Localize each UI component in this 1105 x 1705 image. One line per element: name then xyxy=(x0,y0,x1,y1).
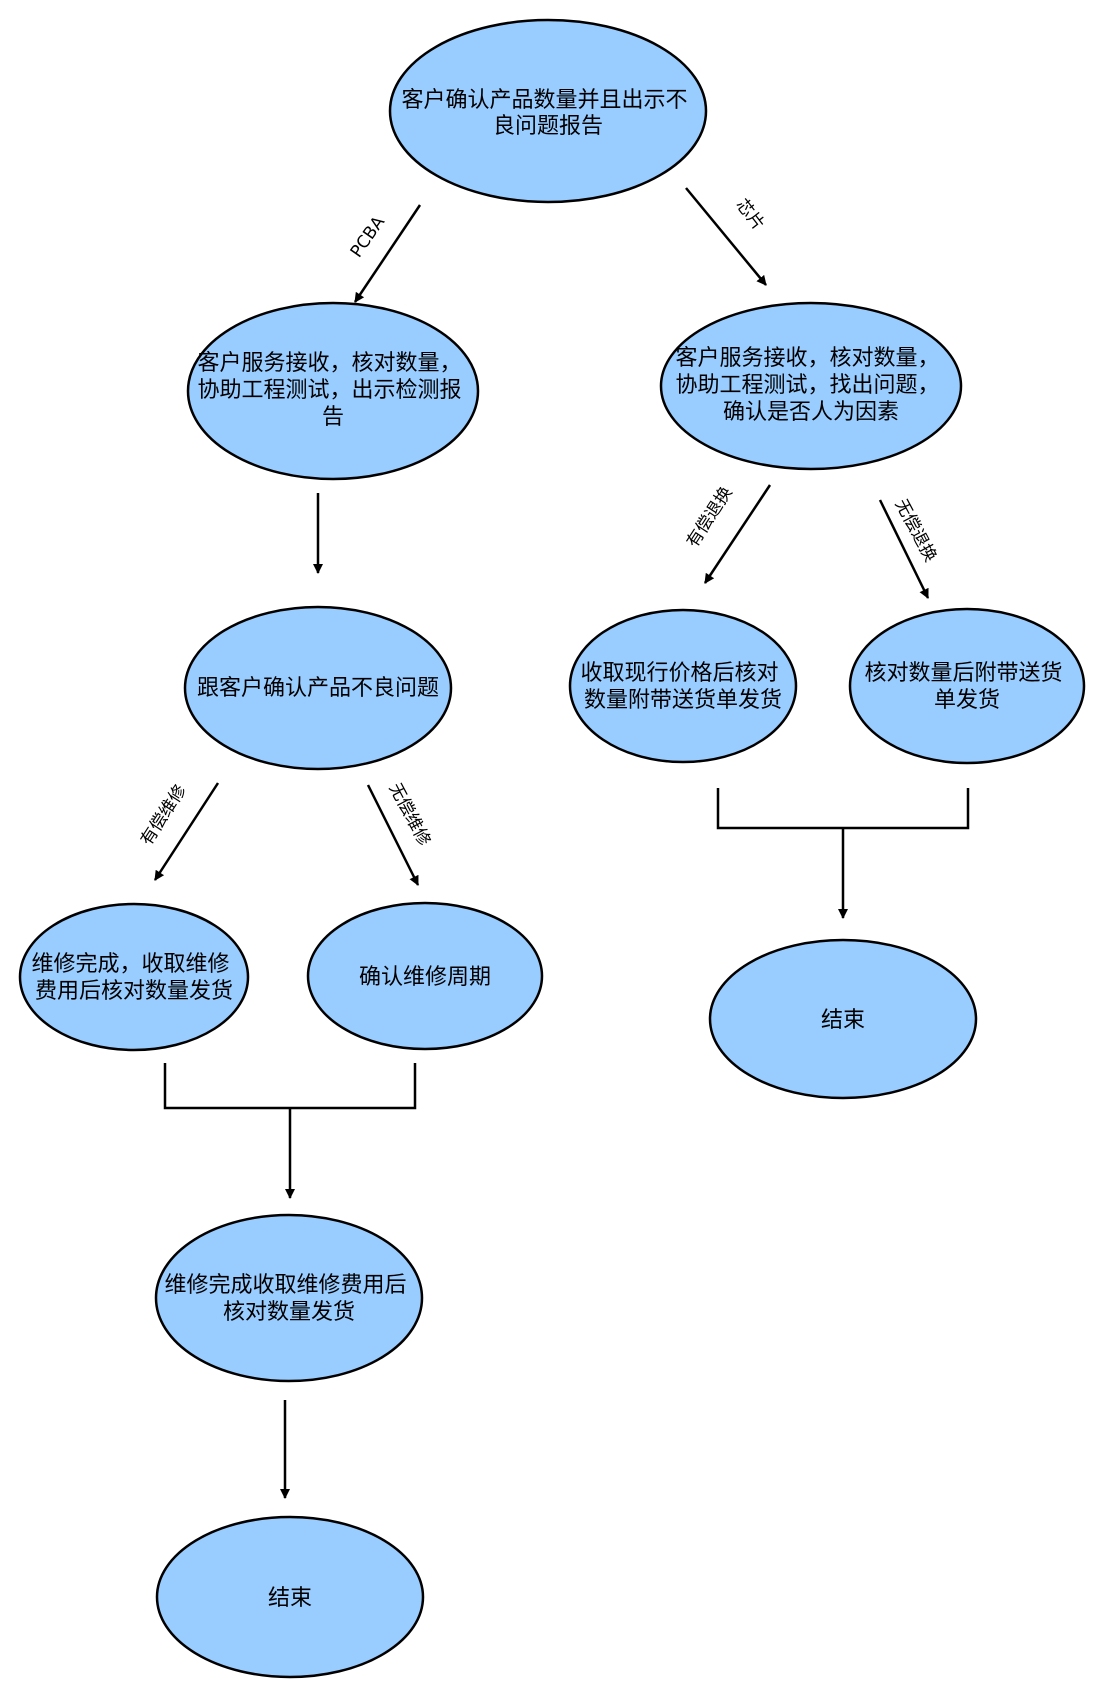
node-repair-done-text: 维修完成收取维修费用后 核对数量发货 xyxy=(164,1273,413,1325)
node-confirm-defect-shape xyxy=(183,605,453,771)
node-pcba-service: 客户服务接收，核对数量， 协助工程测试，出示检测报 告 xyxy=(186,301,480,481)
node-paid-repair-line-1: 维修完成，收取维修 xyxy=(31,952,229,977)
node-chip-service: 客户服务接收，核对数量， 协助工程测试，找出问题， 确认是否人为因素 xyxy=(659,301,963,471)
node-paid-exchange-line-1: 收取现行价格后核对 xyxy=(580,661,778,686)
node-free-exchange: 核对数量后附带送货 单发货 xyxy=(848,607,1086,765)
node-pcba-service-line-1: 客户服务接收，核对数量， xyxy=(197,351,461,376)
edge-label-pcba: PCBA xyxy=(347,212,390,261)
edge-confirm-defect-to-paid-repair xyxy=(153,782,220,881)
node-free-repair-text: 确认维修周期 xyxy=(359,965,491,990)
node-end-right-text: 结束 xyxy=(821,1008,865,1033)
edge-start-to-pcba-service xyxy=(353,204,422,303)
node-pcba-service-shape xyxy=(186,301,480,481)
node-paid-exchange-line-2: 数量附带送货单发货 xyxy=(584,688,782,713)
node-free-exchange-shape xyxy=(848,607,1086,765)
edge-label-paid-exchange: 有偿退换 xyxy=(683,483,737,551)
node-free-repair-line-1: 确认维修周期 xyxy=(359,965,491,990)
node-paid-exchange-text: 收取现行价格后核对 数量附带送货单发货 xyxy=(580,661,785,713)
node-paid-repair: 维修完成，收取维修 费用后核对数量发货 xyxy=(18,902,250,1052)
edge-start-to-chip-service xyxy=(685,187,767,286)
node-paid-repair-text: 维修完成，收取维修 费用后核对数量发货 xyxy=(31,952,236,1004)
edge-right-merge-bracket xyxy=(716,788,970,830)
edge-chip-service-to-free-exchange xyxy=(878,499,930,599)
edge-chip-service-to-paid-exchange xyxy=(703,484,772,584)
node-repair-done-line-1: 维修完成收取维修费用后 xyxy=(164,1273,406,1298)
node-free-exchange-line-2: 单发货 xyxy=(934,688,1000,713)
node-pcba-service-line-3: 告 xyxy=(322,405,344,430)
node-chip-service-shape xyxy=(659,301,963,471)
node-end-right-line-1: 结束 xyxy=(821,1008,865,1033)
node-pcba-service-text: 客户服务接收，核对数量， 协助工程测试，出示检测报 告 xyxy=(197,351,468,430)
node-free-repair: 确认维修周期 xyxy=(306,901,544,1051)
node-chip-service-text: 客户服务接收，核对数量， 协助工程测试，找出问题， 确认是否人为因素 xyxy=(675,346,946,425)
node-paid-repair-shape xyxy=(18,902,250,1052)
node-free-repair-shape xyxy=(306,901,544,1051)
node-confirm-defect: 跟客户确认产品不良问题 xyxy=(183,605,453,771)
node-start: 客户确认产品数量并且出示不 良问题报告 xyxy=(388,18,708,204)
node-end-left-shape xyxy=(155,1515,425,1679)
node-paid-exchange: 收取现行价格后核对 数量附带送货单发货 xyxy=(568,608,798,764)
node-chip-service-line-3: 确认是否人为因素 xyxy=(723,400,899,425)
edge-label-chip: 芯片 xyxy=(732,195,769,234)
node-confirm-defect-line-1: 跟客户确认产品不良问题 xyxy=(197,676,439,701)
node-free-exchange-text: 核对数量后附带送货 单发货 xyxy=(864,661,1069,713)
node-end-left-line-1: 结束 xyxy=(268,1586,312,1611)
node-end-left-text: 结束 xyxy=(268,1586,312,1611)
edges xyxy=(153,187,970,1499)
node-repair-done: 维修完成收取维修费用后 核对数量发货 xyxy=(154,1213,424,1383)
edge-confirm-defect-to-free-repair xyxy=(366,784,420,886)
edge-left-merge-bracket xyxy=(163,1063,417,1110)
node-paid-repair-line-2: 费用后核对数量发货 xyxy=(35,979,233,1004)
node-confirm-defect-text: 跟客户确认产品不良问题 xyxy=(197,676,439,701)
node-end-left: 结束 xyxy=(155,1515,425,1679)
node-start-line-1: 客户确认产品数量并且出示不 xyxy=(401,88,687,113)
edge-label-free-exchange: 无偿退换 xyxy=(891,496,941,565)
node-end-right: 结束 xyxy=(708,938,978,1100)
node-chip-service-line-2: 协助工程测试，找出问题， xyxy=(675,373,939,398)
node-end-right-shape xyxy=(708,938,978,1100)
node-chip-service-line-1: 客户服务接收，核对数量， xyxy=(675,346,939,371)
node-repair-done-shape xyxy=(154,1213,424,1383)
node-free-exchange-line-1: 核对数量后附带送货 xyxy=(864,661,1062,686)
node-paid-exchange-shape xyxy=(568,608,798,764)
node-pcba-service-line-2: 协助工程测试，出示检测报 xyxy=(197,378,461,403)
node-start-text: 客户确认产品数量并且出示不 良问题报告 xyxy=(401,88,694,139)
node-repair-done-line-2: 核对数量发货 xyxy=(223,1300,355,1325)
node-start-shape xyxy=(388,18,708,204)
node-start-line-2: 良问题报告 xyxy=(493,114,603,139)
edge-label-free-repair: 无偿维修 xyxy=(385,780,435,849)
